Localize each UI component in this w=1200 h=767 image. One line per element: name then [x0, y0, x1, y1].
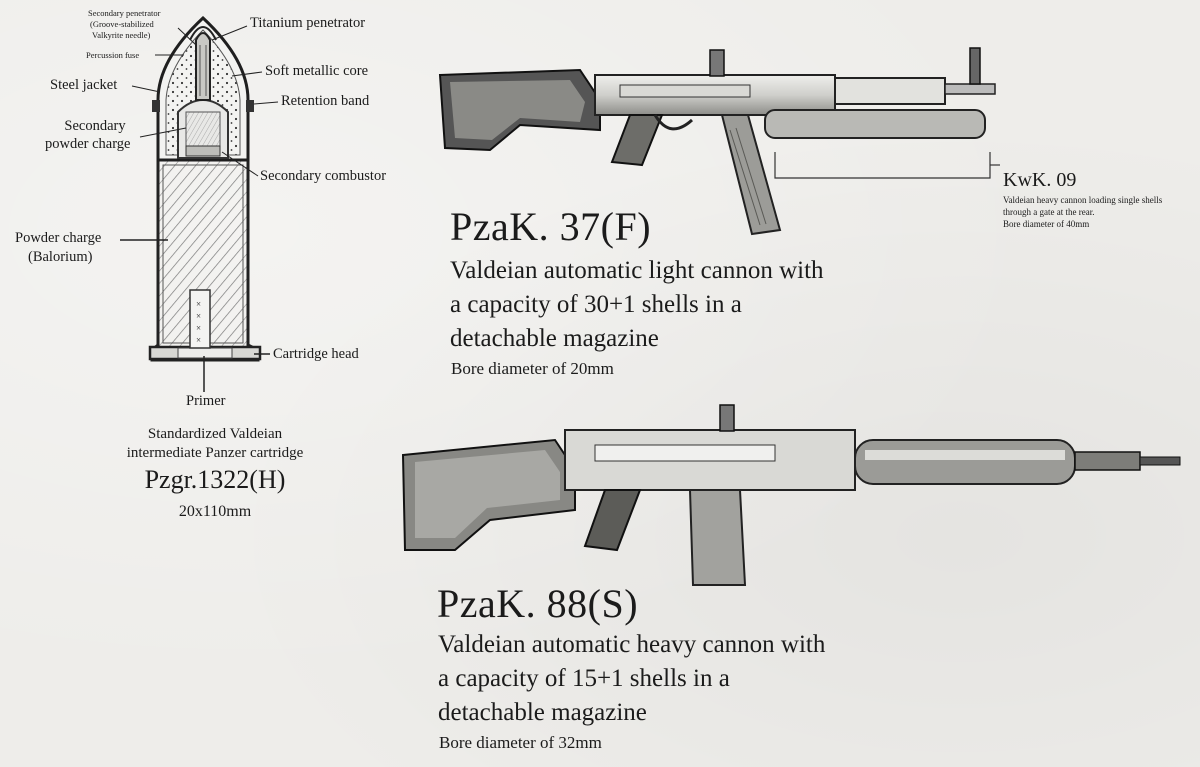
- label-secondary-powder-charge-1: Secondary: [64, 118, 126, 134]
- label-secondary-penetrator-note1: (Groove-stabilized: [90, 19, 154, 29]
- kwk-line1: Valdeian heavy cannon loading single she…: [1003, 195, 1163, 205]
- kwk-line3: Bore diameter of 40mm: [1003, 219, 1090, 229]
- light-cannon-name: PzaK. 37(F): [450, 204, 652, 249]
- label-cartridge-head: Cartridge head: [273, 346, 359, 362]
- label-powder-charge-balorium: (Balorium): [28, 249, 93, 265]
- heavy-cannon-bore: Bore diameter of 32mm: [439, 733, 602, 752]
- heavy-cannon-desc-line3: detachable magazine: [438, 699, 647, 726]
- svg-text:×: ×: [196, 311, 201, 321]
- label-secondary-combustor: Secondary combustor: [260, 168, 387, 184]
- kwk-line2: through a gate at the rear.: [1003, 207, 1095, 217]
- cartridge-name: Pzgr.1322(H): [144, 465, 286, 494]
- heavy-cannon-desc-line1: Valdeian automatic heavy cannon with: [438, 631, 826, 658]
- light-cannon-illustration: [438, 47, 1000, 236]
- cartridge-size: 20x110mm: [178, 503, 252, 520]
- light-cannon-desc-line1: Valdeian automatic light cannon with: [450, 257, 824, 284]
- label-steel-jacket: Steel jacket: [50, 77, 118, 93]
- cartridge-caption-line1: Standardized Valdeian: [147, 426, 283, 442]
- label-titanium-penetrator: Titanium penetrator: [250, 15, 366, 31]
- light-cannon-bore: Bore diameter of 20mm: [451, 359, 614, 378]
- label-secondary-powder-charge-2: powder charge: [45, 136, 131, 152]
- heavy-cannon-name: PzaK. 88(S): [437, 581, 639, 626]
- label-powder-charge: Powder charge: [15, 230, 102, 246]
- heavy-cannon-desc-line2: a capacity of 15+1 shells in a: [438, 665, 730, 692]
- cartridge-diagram: × × × ×: [120, 15, 279, 392]
- label-secondary-penetrator: Secondary penetrator: [88, 8, 161, 18]
- heavy-cannon-illustration: [401, 404, 1181, 586]
- label-retention-band: Retention band: [281, 93, 370, 109]
- light-cannon-desc-line3: detachable magazine: [450, 325, 659, 352]
- label-percussion-fuse: Percussion fuse: [86, 50, 140, 60]
- cartridge-caption-line2: intermediate Panzer cartridge: [126, 445, 304, 461]
- light-cannon-desc-line2: a capacity of 30+1 shells in a: [450, 291, 742, 318]
- kwk-name: KwK. 09: [1003, 169, 1077, 191]
- svg-text:×: ×: [196, 299, 201, 309]
- label-primer: Primer: [186, 393, 226, 409]
- svg-text:×: ×: [196, 323, 201, 333]
- label-secondary-penetrator-note2: Valkyrite needle): [92, 30, 151, 40]
- label-soft-metallic-core: Soft metallic core: [265, 63, 369, 79]
- svg-text:×: ×: [196, 335, 201, 345]
